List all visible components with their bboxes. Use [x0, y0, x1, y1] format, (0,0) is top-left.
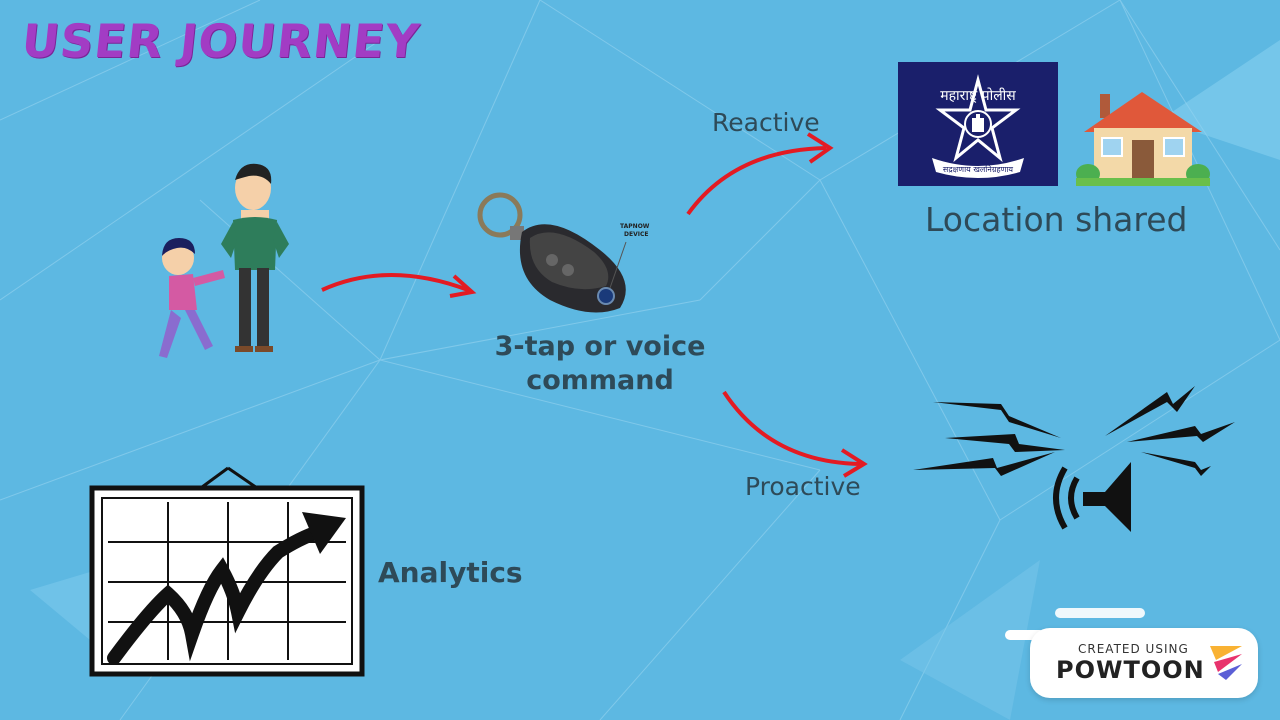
proactive-label: Proactive: [745, 472, 861, 501]
watermark-created-using: CREATED USING: [1078, 642, 1189, 656]
tap-command-label: 3-tap or voice command: [480, 330, 720, 398]
analytics-label: Analytics: [378, 556, 523, 589]
device-caption-line2: DEVICE: [624, 231, 648, 238]
arrow-to-device: [321, 273, 477, 298]
watermark-decor-bar: [1055, 608, 1145, 618]
police-badge-motto: सद्रक्षणाय खलनिग्रहणाय: [943, 164, 1014, 174]
arrow-reactive: [686, 132, 834, 216]
device-caption-line1: TAPNOW: [620, 223, 650, 230]
watermark-brand: POWTOON: [1056, 656, 1205, 684]
tap-label-line2: command: [526, 365, 674, 396]
analytics-chart-icon: [89, 466, 365, 677]
slide-title: USER JOURNEY: [19, 14, 423, 68]
powtoon-logo-icon: [1210, 646, 1242, 680]
keyfob-device-icon: TAPNOW DEVICE: [477, 192, 650, 313]
police-badge-text: महाराष्ट्र पोलीस: [940, 87, 1016, 104]
tap-label-line1: 3-tap or voice: [494, 331, 706, 362]
watermark-decor-bar: [1005, 630, 1045, 640]
siren-speaker-icon: [913, 386, 1235, 532]
powtoon-watermark[interactable]: CREATED USING POWTOON: [1030, 628, 1258, 698]
house-icon: [1076, 92, 1210, 186]
arrow-proactive: [722, 390, 868, 478]
people-illustration: [159, 163, 289, 358]
location-shared-label: Location shared: [925, 200, 1188, 239]
police-badge-icon: महाराष्ट्र पोलीस सद्रक्षणाय खलनिग्रहणाय: [898, 62, 1058, 186]
reactive-label: Reactive: [712, 108, 820, 137]
